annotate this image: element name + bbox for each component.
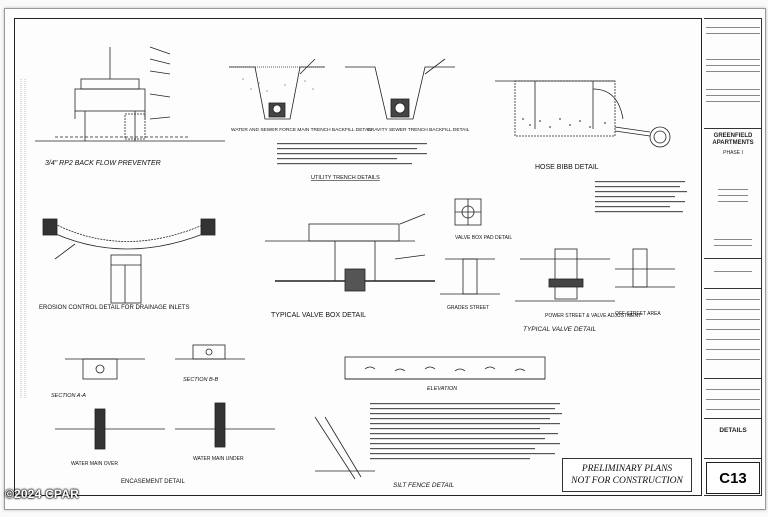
valve-pad-detail bbox=[454, 198, 482, 226]
section-details bbox=[65, 344, 245, 380]
elevation-label: ELEVATION bbox=[427, 386, 457, 392]
sheet-title-panel: DETAILS bbox=[704, 419, 762, 459]
gravity-sewer-title: GRAVITY SEWER TRENCH BACKFILL DETAIL bbox=[367, 127, 470, 133]
erosion-title: EROSION CONTROL DETAIL FOR DRAINAGE INLE… bbox=[39, 305, 189, 311]
typical-valve-title: TYPICAL VALVE DETAIL bbox=[523, 326, 596, 333]
utility-title: UTILITY TRENCH DETAILS bbox=[311, 175, 380, 181]
erosion-control-detail bbox=[42, 218, 216, 304]
preliminary-stamp: PRELIMINARY PLANS NOT FOR CONSTRUCTION bbox=[562, 458, 692, 492]
preliminary-line2: NOT FOR CONSTRUCTION bbox=[571, 476, 683, 486]
backflow-preventer-detail bbox=[35, 46, 225, 142]
sheet-title: DETAILS bbox=[719, 427, 747, 434]
seal-panel bbox=[704, 259, 762, 289]
preliminary-line1: PRELIMINARY PLANS bbox=[581, 464, 673, 474]
backflow-title: 3/4" RP2 BACK FLOW PREVENTER bbox=[45, 160, 161, 167]
water-main-over-label: WATER MAIN OVER bbox=[71, 461, 118, 467]
valve-pad-title: VALVE BOX PAD DETAIL bbox=[455, 235, 512, 241]
hose-bibb-title: HOSE BIBB DETAIL bbox=[535, 164, 599, 171]
hose-bibb-detail bbox=[495, 80, 671, 148]
off-street-title: OFF STREET AREA bbox=[615, 311, 661, 317]
firm-info-panel bbox=[704, 19, 762, 129]
valve-box-title: TYPICAL VALVE BOX DETAIL bbox=[271, 312, 366, 319]
project-name: GREENFIELD APARTMENTS bbox=[712, 133, 754, 146]
drawn-by-panel bbox=[704, 379, 762, 419]
drawing-area: 3/4" RP2 BACK FLOW PREVENTER WATER AND S… bbox=[14, 18, 702, 496]
sheet-number: C13 bbox=[706, 462, 760, 494]
power-street-title: POWER STREET & VALVE ADJUSTMENT bbox=[545, 313, 641, 319]
title-block: GREENFIELD APARTMENTS PHASE I DETAIL bbox=[704, 18, 762, 496]
valve-adjustment-details bbox=[440, 248, 675, 302]
detail-drawings: 3/4" RP2 BACK FLOW PREVENTER WATER AND S… bbox=[20, 46, 687, 489]
encasement-title: ENCASEMENT DETAIL bbox=[121, 479, 185, 485]
section-bb-label: SECTION B-B bbox=[183, 377, 218, 383]
water-sewer-trench-detail bbox=[229, 58, 325, 120]
project-phase: PHASE I bbox=[723, 150, 743, 156]
copyright-watermark: ©2024 CPAR bbox=[5, 487, 79, 501]
water-main-under-label: WATER MAIN UNDER bbox=[193, 456, 244, 462]
valve-box-detail bbox=[265, 213, 435, 292]
water-sewer-title: WATER AND SEWER FORCE MAIN TRENCH BACKFI… bbox=[231, 127, 373, 133]
silt-fence-title: SILT FENCE DETAIL bbox=[393, 482, 455, 489]
drawing-sheet bbox=[4, 8, 766, 510]
gravity-sewer-trench-detail bbox=[345, 58, 455, 120]
grades-street-title: GRADES STREET bbox=[447, 305, 489, 311]
project-panel: GREENFIELD APARTMENTS PHASE I bbox=[704, 129, 762, 259]
water-main-details bbox=[55, 402, 275, 450]
revision-panel bbox=[704, 289, 762, 379]
silt-fence-detail bbox=[314, 356, 546, 480]
section-aa-label: SECTION A-A bbox=[51, 393, 86, 399]
